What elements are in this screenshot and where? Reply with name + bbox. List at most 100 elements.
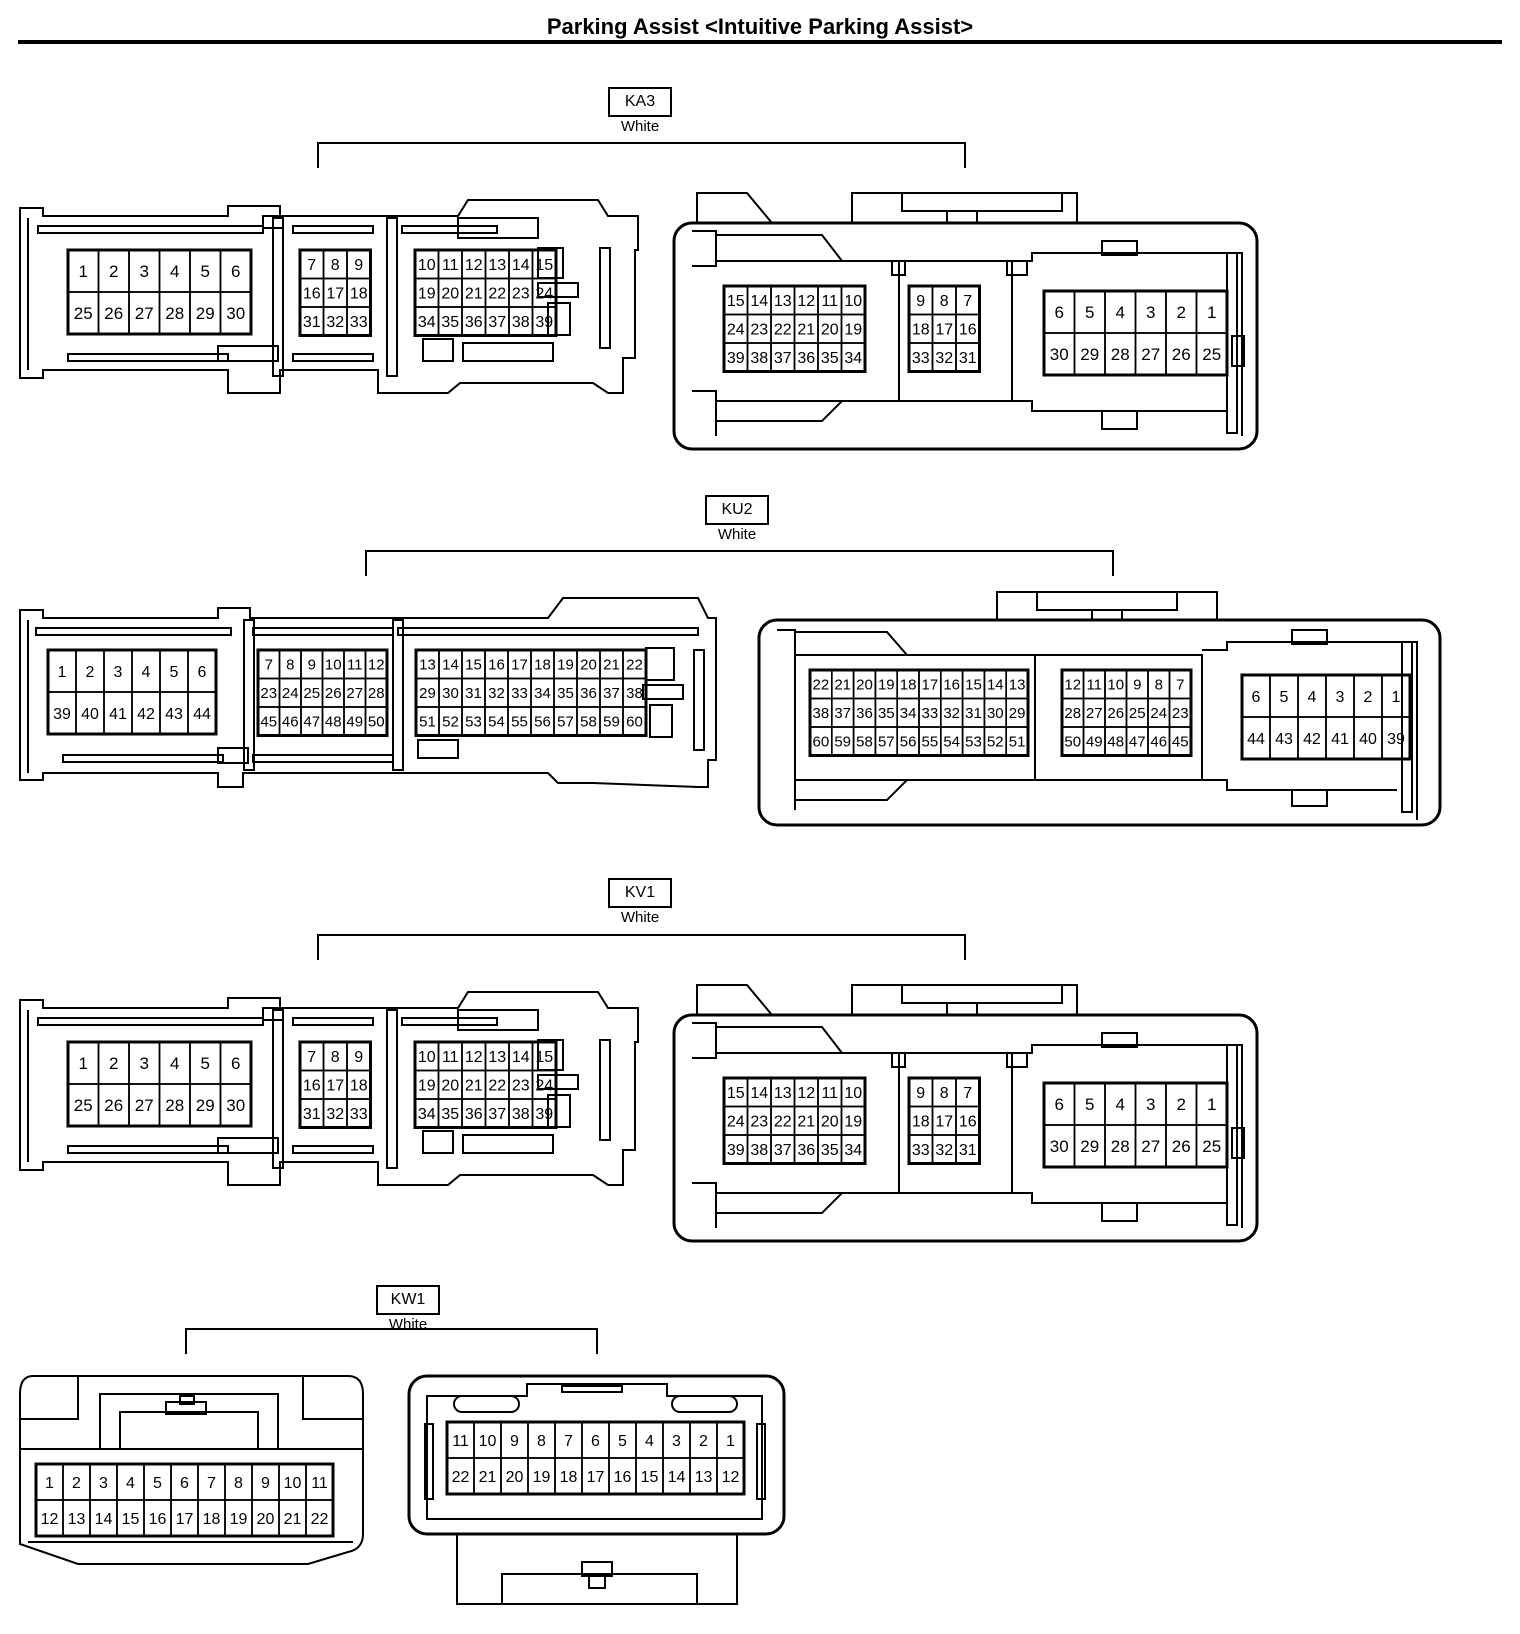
pin-number: 20 xyxy=(257,1511,275,1528)
pin-number: 15 xyxy=(727,1085,745,1102)
pin-number: 31 xyxy=(959,1142,977,1159)
latch-slot xyxy=(453,1395,520,1413)
pin-number: 28 xyxy=(1064,705,1081,722)
pin-number: 34 xyxy=(844,350,862,367)
pin-number: 4 xyxy=(1116,1095,1125,1114)
pin-number: 9 xyxy=(354,257,363,274)
pin-number: 15 xyxy=(641,1469,659,1486)
pin-number: 17 xyxy=(935,322,953,339)
pin-number: 9 xyxy=(308,657,316,674)
pin-number: 33 xyxy=(912,1142,930,1159)
pin-number: 2 xyxy=(109,1054,118,1073)
pin-cell xyxy=(840,342,866,373)
housing-detail xyxy=(179,1395,195,1405)
housing-detail xyxy=(422,1130,454,1154)
housing-detail xyxy=(901,984,1063,1004)
housing-outline xyxy=(899,260,1013,402)
pin-number: 21 xyxy=(797,1114,815,1131)
pin-number: 18 xyxy=(560,1469,578,1486)
pin-number: 10 xyxy=(418,1049,436,1066)
housing-detail xyxy=(462,342,554,362)
pin-number: 46 xyxy=(282,714,299,731)
pin-number: 13 xyxy=(1009,677,1026,694)
pin-number: 37 xyxy=(488,1106,506,1123)
pin-number: 14 xyxy=(987,677,1004,694)
pin-number: 14 xyxy=(512,1049,530,1066)
pin-number: 43 xyxy=(1275,731,1293,748)
pin-number: 36 xyxy=(465,1106,483,1123)
pin-number: 20 xyxy=(441,1078,459,1095)
pin-number: 10 xyxy=(325,657,342,674)
pin-number: 16 xyxy=(303,1078,321,1095)
pin-number: 42 xyxy=(137,706,155,723)
pin-number: 35 xyxy=(821,350,839,367)
connector-code-kv1: KV1 xyxy=(608,878,672,908)
pin-number: 1 xyxy=(58,664,67,681)
pin-number: 5 xyxy=(201,1054,210,1073)
housing-detail xyxy=(272,217,284,377)
pin-number: 24 xyxy=(727,1114,745,1131)
pin-number: 58 xyxy=(580,714,597,731)
pin-number: 8 xyxy=(331,257,340,274)
pin-number: 8 xyxy=(331,1049,340,1066)
pin-number: 3 xyxy=(672,1433,681,1450)
pin-number: 35 xyxy=(878,705,895,722)
pin-number: 28 xyxy=(1111,1137,1130,1156)
pin-cell xyxy=(219,1083,252,1127)
pin-number: 42 xyxy=(1303,731,1321,748)
pin-number: 7 xyxy=(1176,677,1184,694)
housing-detail xyxy=(599,247,611,349)
housing-outline xyxy=(716,1026,843,1054)
pin-number: 32 xyxy=(326,314,344,331)
pin-number: 38 xyxy=(512,314,530,331)
pin-number: 22 xyxy=(774,1114,792,1131)
pin-number: 30 xyxy=(987,705,1004,722)
pin-cell xyxy=(187,691,217,735)
pin-number: 7 xyxy=(265,657,273,674)
pin-number: 30 xyxy=(226,1096,245,1115)
housing-detail xyxy=(693,649,705,751)
housing-detail xyxy=(561,1385,623,1393)
housing-detail xyxy=(1101,240,1138,256)
pin-number: 13 xyxy=(488,257,506,274)
pin-number: 45 xyxy=(260,714,277,731)
male-housing-outline xyxy=(19,597,717,788)
pin-number: 14 xyxy=(750,1085,768,1102)
pin-number: 22 xyxy=(774,322,792,339)
pin-cell xyxy=(716,1457,745,1495)
pin-number: 23 xyxy=(260,685,277,702)
housing-outline xyxy=(795,654,1036,781)
housing-detail xyxy=(392,619,404,771)
pin-number: 14 xyxy=(442,657,459,674)
pin-number: 12 xyxy=(797,1085,815,1102)
pin-number: 10 xyxy=(418,257,436,274)
housing-outline xyxy=(456,1534,738,1605)
housing-detail xyxy=(67,1145,229,1154)
pin-number: 5 xyxy=(618,1433,627,1450)
pin-number: 48 xyxy=(1107,734,1124,751)
pin-number: 10 xyxy=(284,1475,302,1492)
pin-number: 39 xyxy=(535,314,553,331)
pin-number: 16 xyxy=(959,322,977,339)
pin-number: 4 xyxy=(142,664,151,681)
pin-number: 5 xyxy=(1085,1095,1094,1114)
pin-cell xyxy=(1195,332,1228,376)
pin-number: 31 xyxy=(303,1106,321,1123)
pin-number: 53 xyxy=(465,714,482,731)
pin-number: 31 xyxy=(303,314,321,331)
pin-number: 1 xyxy=(45,1475,54,1492)
pin-number: 36 xyxy=(797,350,815,367)
pin-number: 16 xyxy=(303,286,321,303)
housing-detail xyxy=(547,302,571,336)
housing-detail xyxy=(1006,1052,1028,1068)
pin-number: 17 xyxy=(176,1511,194,1528)
pin-number: 4 xyxy=(1116,303,1125,322)
housing-detail xyxy=(292,1145,374,1154)
housing-outline xyxy=(851,192,1078,223)
pin-number: 47 xyxy=(303,714,320,731)
